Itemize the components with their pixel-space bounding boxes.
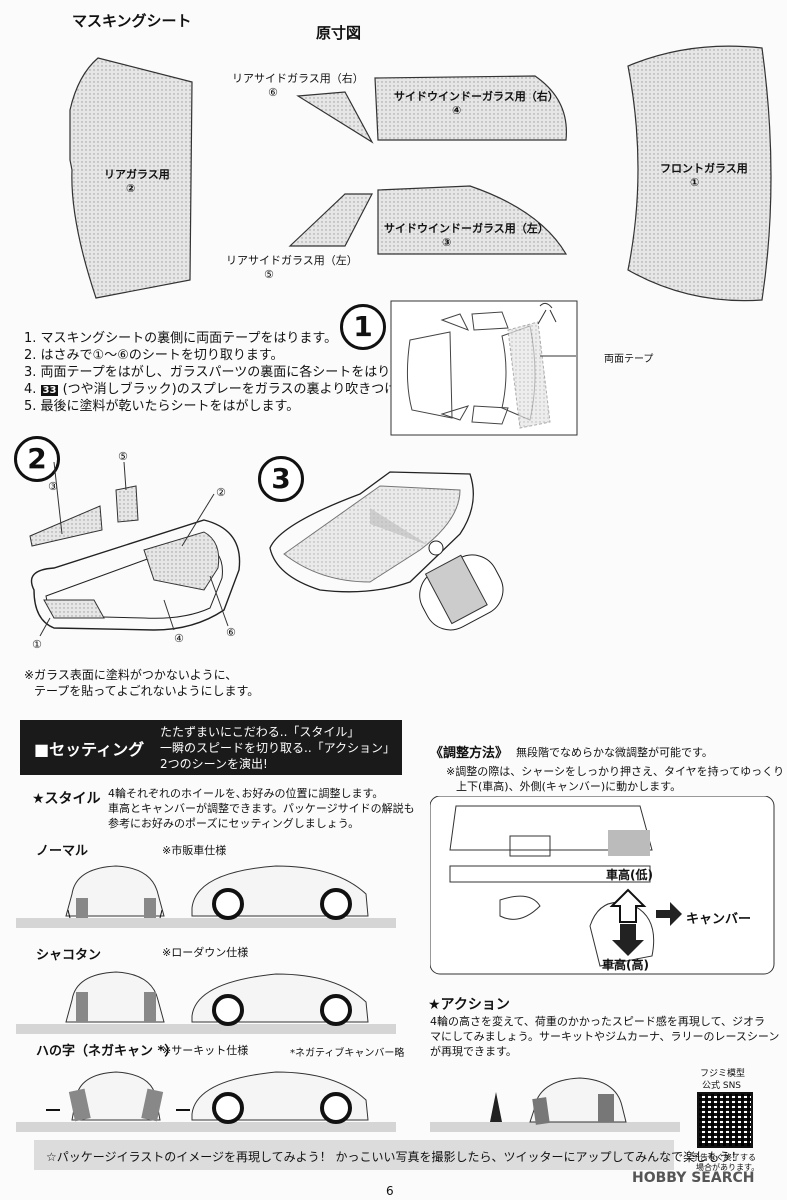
rear-glass-label: リアガラス用 xyxy=(104,168,170,181)
sns-notice-1: 予告なく終了する xyxy=(692,1153,756,1162)
double-sided-tape-label: 両面テープ xyxy=(604,354,654,365)
front-glass-label: フロントガラス用 xyxy=(660,162,748,175)
qr-code[interactable] xyxy=(697,1092,753,1148)
hachinoji-note: ※サーキット仕様 xyxy=(162,1044,249,1057)
sns-line-2: 公式 SNS xyxy=(702,1081,742,1091)
side-window-right-template xyxy=(374,75,568,141)
setting-title: ■セッティング xyxy=(34,740,145,759)
figure-1-number: 1 xyxy=(340,304,386,350)
sns-line-1: フジミ模型 xyxy=(700,1069,746,1079)
setting-desc-line-1: たたずまいにこだわる..「スタイル」 xyxy=(160,725,360,739)
shakotan-note: ※ローダウン仕様 xyxy=(162,946,249,959)
page-number: 6 xyxy=(386,1184,394,1198)
rear-glass-num: ② xyxy=(126,182,136,195)
masking-templates xyxy=(69,45,772,302)
adjust-notes: ※調整の際は、シャーシをしっかり押さえ、タイヤを持ってゆっくり 上下(車高)、外… xyxy=(446,764,784,794)
style-desc-line-2: 車高とキャンバーが調整できます。パッケージサイドの解説も xyxy=(108,802,415,815)
hachinoji-label: ハの字（ネガキャン *） xyxy=(36,1044,178,1059)
side-window-left-num: ③ xyxy=(442,236,452,249)
rear-side-left-label: リアサイドガラス用（左） xyxy=(226,254,358,267)
figure-1-illustration xyxy=(390,300,578,436)
step-2: 2. はさみで①～⑥のシートを切り取ります。 xyxy=(24,348,284,363)
step-4-text: (つや消しブラック)のスプレーをガラスの裏より吹きつけます。 xyxy=(62,382,435,397)
side-window-left-template xyxy=(377,185,568,255)
rear-side-right-label: リアサイドガラス用（右） xyxy=(232,72,364,85)
front-glass-template xyxy=(627,45,772,302)
fig2-label-1: ① xyxy=(32,638,42,651)
figure-3-illustration xyxy=(269,471,504,631)
masking-subtitle: 原寸図 xyxy=(316,24,362,42)
normal-label: ノーマル xyxy=(36,844,89,859)
fig2-label-5: ⑤ xyxy=(118,450,128,463)
action-desc-line-3: が再現できます。 xyxy=(430,1045,517,1058)
action-description: 4輪の高さを変えて、荷重のかかったスピード感を再現して、ジオラ マにしてみましょ… xyxy=(430,1014,779,1059)
rear-side-right-template xyxy=(296,91,374,144)
action-illustration xyxy=(430,1077,680,1132)
front-glass-num: ① xyxy=(690,176,700,189)
setting-header-bar xyxy=(20,720,402,775)
rear-side-left-template xyxy=(288,193,373,247)
style-description: 4輪それぞれのホイールを､お好みの位置に調整します。 車高とキャンバーが調整でき… xyxy=(108,786,415,831)
style-car-illustrations xyxy=(16,865,396,1132)
rear-glass-template xyxy=(69,57,193,299)
height-high-label: 車高(高) xyxy=(602,958,649,972)
step-4-prefix: 4. xyxy=(24,382,37,397)
normal-car-illustrations xyxy=(16,865,396,928)
step-1: 1. マスキングシートの裏側に両面テープをはります。 xyxy=(24,331,338,346)
camber-label: キャンバー xyxy=(686,912,752,927)
shakotan-car-illustrations xyxy=(16,971,396,1034)
step-3: 3. 両面テープをはがし、ガラスパーツの裏面に各シートをはります。 xyxy=(24,365,428,380)
normal-note: ※市販車仕様 xyxy=(162,844,227,857)
footer-banner xyxy=(34,1140,674,1170)
adjust-note-1: ※調整の際は、シャーシをしっかり押さえ、タイヤを持ってゆっくり xyxy=(446,765,785,778)
negative-camber-note: *ネガティブキャンバー略 xyxy=(290,1048,405,1059)
fig2-label-2: ② xyxy=(216,486,226,499)
paint-number-badge: 33 xyxy=(40,385,59,396)
adjust-illustration xyxy=(430,796,775,975)
step-4: 4. 33 (つや消しブラック)のスプレーをガラスの裏より吹きつけます。 xyxy=(24,381,435,399)
adjust-heading: 《調整方法》 xyxy=(430,746,509,761)
hachinoji-car-illustrations xyxy=(16,1071,396,1132)
style-desc-line-1: 4輪それぞれのホイールを､お好みの位置に調整します。 xyxy=(108,787,384,800)
fig2-label-3: ③ xyxy=(48,480,58,493)
figure-3-number: 3 xyxy=(258,456,304,502)
side-window-left-label: サイドウインドーガラス用（左） xyxy=(384,222,549,235)
fig2-label-4: ④ xyxy=(174,632,184,645)
action-desc-line-1: 4輪の高さを変えて、荷重のかかったスピード感を再現して、ジオラ xyxy=(430,1015,766,1028)
height-low-label: 車高(低) xyxy=(606,868,653,882)
side-window-right-label: サイドウインドーガラス用（右） xyxy=(394,90,559,103)
figure-2-illustration xyxy=(29,461,241,637)
setting-desc-line-3: 2つのシーンを演出! xyxy=(160,757,268,771)
fig2-label-6: ⑥ xyxy=(226,626,236,639)
adjust-note-2: 上下(車高)、外側(キャンバー)に動かします。 xyxy=(456,780,682,793)
setting-description: たたずまいにこだわる..「スタイル」 一瞬のスピードを切り取る..「アクション」… xyxy=(160,724,395,772)
rear-side-left-num: ⑤ xyxy=(264,268,274,281)
footer-banner-text: ☆パッケージイラストのイメージを再現してみよう！ かっこいい写真を撮影したら、ツ… xyxy=(46,1150,743,1164)
side-window-right-num: ④ xyxy=(452,104,462,117)
style-heading: ★スタイル xyxy=(32,791,101,807)
watermark: HOBBY SEARCH xyxy=(632,1170,755,1186)
step-5: 5. 最後に塗料が乾いたらシートをはがします。 xyxy=(24,399,300,414)
sns-notice-2: 場合があります。 xyxy=(696,1163,760,1172)
note-line-1: ※ガラス表面に塗料がつかないように、 xyxy=(24,668,238,682)
adjust-heading-desc: 無段階でなめらかな微調整が可能です。 xyxy=(516,746,713,759)
figure-2-number: 2 xyxy=(14,436,60,482)
action-desc-line-2: マにしてみましょう。サーキットやジムカーナ、ラリーのレースシーン xyxy=(430,1030,780,1043)
masking-title: マスキングシート xyxy=(72,12,192,30)
setting-desc-line-2: 一瞬のスピードを切り取る..「アクション」 xyxy=(160,741,396,755)
style-desc-line-3: 参考にお好みのポーズにセッティングしましょう。 xyxy=(108,817,360,830)
note-line-2: テープを貼ってよごれないようにします。 xyxy=(34,684,260,698)
action-heading: ★アクション xyxy=(428,997,510,1013)
shakotan-label: シャコタン xyxy=(36,948,102,963)
rear-side-right-num: ⑥ xyxy=(268,86,278,99)
